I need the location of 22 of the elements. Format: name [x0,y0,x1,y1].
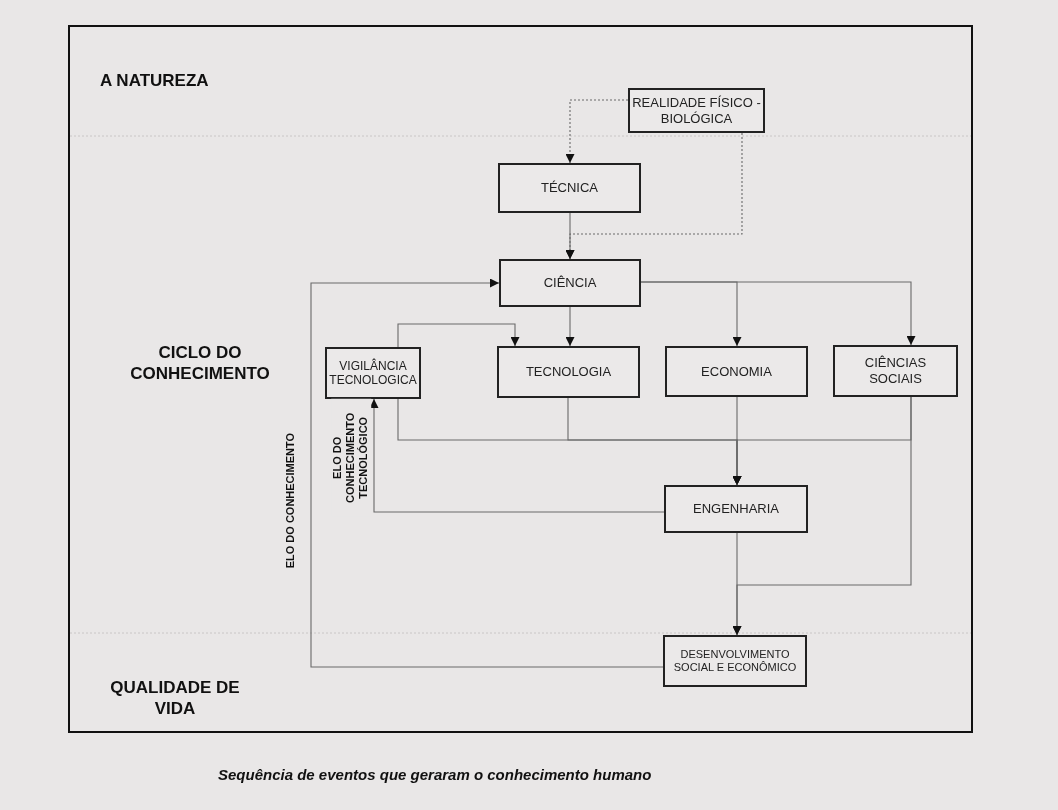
process-box: ENGENHARIA [664,485,808,533]
process-box: DESENVOLVIMENTO SOCIAL E ECONÔMICO [663,635,807,687]
arrow [732,396,912,636]
section-label: CICLO DO CONHECIMENTO [129,342,271,385]
section-label: QUALIDADE DE VIDA [110,677,240,720]
process-box: CIÊNCIAS SOCIAIS [833,345,958,397]
process-box: VIGILÂNCIA TECNOLOGICA [325,347,421,399]
arrow [310,278,664,668]
arrow [565,212,575,260]
process-box: REALIDADE FÍSICO - BIOLÓGICA [628,88,765,133]
arrow [397,323,520,348]
process-box: TÉCNICA [498,163,641,213]
edge-label: ELO DO CONHECIMENTO [283,432,297,568]
process-box: TECNOLOGIA [497,346,640,398]
process-box: ECONOMIA [665,346,808,397]
arrow [565,306,575,347]
arrow [640,281,916,346]
arrow [565,99,629,164]
arrow [369,398,665,513]
process-box: CIÊNCIA [499,259,641,307]
caption: Sequência de eventos que geraram o conhecimento humano [218,766,652,783]
section-label: A NATUREZA [100,70,210,92]
